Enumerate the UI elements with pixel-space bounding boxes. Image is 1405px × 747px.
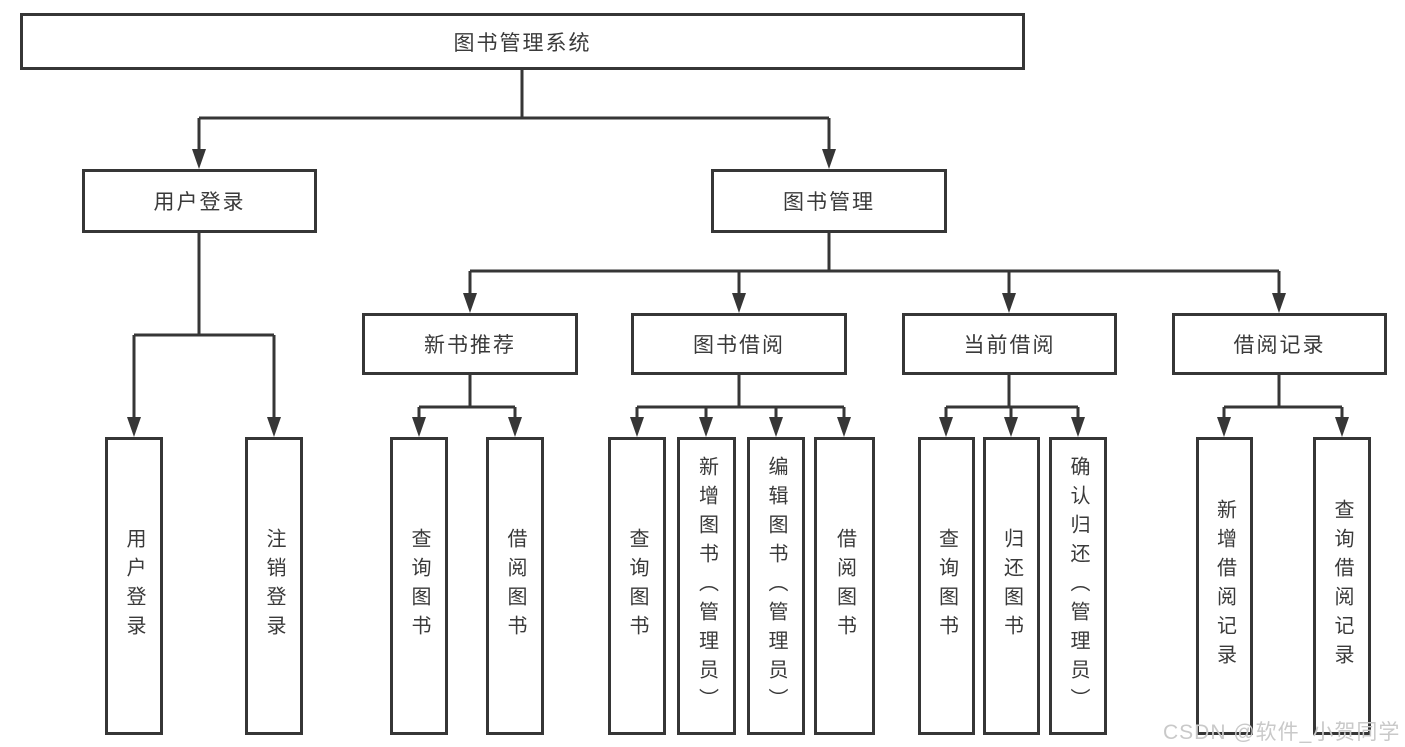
node-borrow-record: 借阅记录 [1172,313,1387,375]
node-label: 图书管理系统 [453,31,592,55]
arrow-icon [630,417,644,437]
node-label: 新书推荐 [424,334,516,357]
arrow-icon [1071,417,1085,437]
leaf-borrow-books-recommend: 借阅图书 [486,437,544,735]
leaf-logout: 注销登录 [245,437,303,735]
arrow-icon [412,417,426,437]
leaf-query-borrow-record: 查询借阅记录 [1313,437,1371,735]
leaf-query-books-current: 查询图书 [918,437,975,735]
node-label: 图书借阅 [693,334,785,357]
connector-current-borrow [944,375,1080,420]
arrow-icon [732,293,746,313]
leaf-label: 查询图书 [935,528,958,644]
arrow-icon [508,417,522,437]
leaf-label: 新增图书（管理员） [695,455,718,717]
leaf-label: 注销登录 [263,528,285,644]
arrow-icon [1002,293,1016,313]
node-label: 用户登录 [153,191,246,214]
arrow-icon [267,417,281,437]
arrow-icon [192,149,206,169]
leaf-label: 借阅图书 [833,528,856,644]
leaf-edit-books-admin: 编辑图书（管理员） [747,437,805,735]
arrowheads [127,149,1349,437]
connector-borrow-record [1222,375,1344,420]
connector-book-borrow [635,375,846,420]
connector-user-login [132,233,276,420]
node-book-borrow: 图书借阅 [631,313,847,375]
arrow-icon [837,417,851,437]
arrow-icon [769,417,783,437]
node-label: 借阅记录 [1233,334,1326,357]
leaf-label: 编辑图书（管理员） [765,455,787,717]
leaf-add-borrow-record: 新增借阅记录 [1196,437,1253,735]
connector-new-book [417,375,517,420]
leaf-user-login: 用户登录 [105,437,163,735]
node-label: 当前借阅 [963,334,1056,357]
node-current-borrow: 当前借阅 [902,313,1117,375]
leaf-label: 借阅图书 [504,528,526,644]
arrow-icon [822,149,836,169]
leaf-query-books-borrow: 查询图书 [608,437,666,735]
arrow-icon [1217,417,1231,437]
connector-root [197,70,831,152]
node-label: 图书管理 [783,191,875,214]
leaf-return-books: 归还图书 [983,437,1040,735]
arrow-icon [699,417,713,437]
leaf-label: 用户登录 [123,528,145,644]
connector-book-management [468,233,1281,296]
leaf-confirm-return-admin: 确认归还（管理员） [1049,437,1107,735]
arrow-icon [1004,417,1018,437]
leaf-label: 查询图书 [626,528,648,644]
leaf-add-books-admin: 新增图书（管理员） [677,437,736,735]
node-new-book-recommend: 新书推荐 [362,313,578,375]
arrow-icon [939,417,953,437]
leaf-label: 查询借阅记录 [1331,499,1353,673]
leaf-label: 确认归还（管理员） [1067,455,1089,717]
arrow-icon [1335,417,1349,437]
leaf-label: 新增借阅记录 [1213,499,1236,673]
csdn-watermark: CSDN @软件_小贺同学 [1163,721,1401,744]
node-book-management: 图书管理 [711,169,947,233]
leaf-label: 查询图书 [408,528,430,644]
node-book-management-system: 图书管理系统 [20,13,1025,70]
leaf-borrow-books: 借阅图书 [814,437,875,735]
node-user-login: 用户登录 [82,169,317,233]
leaf-label: 归还图书 [1000,528,1023,644]
arrow-icon [1272,293,1286,313]
leaf-query-books-recommend: 查询图书 [390,437,448,735]
arrow-icon [127,417,141,437]
arrow-icon [463,293,477,313]
